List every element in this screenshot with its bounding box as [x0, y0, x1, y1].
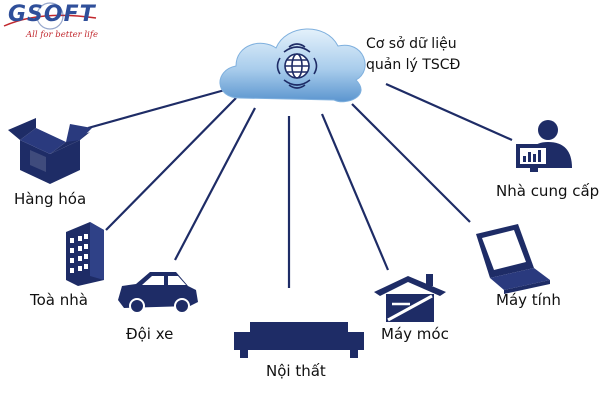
label-may-moc: Máy móc: [381, 325, 449, 343]
globe-icon: [276, 43, 318, 89]
label-toa-nha: Toà nhà: [30, 291, 88, 309]
cloud-caption: Cơ sở dữ liệu quản lý TSCĐ: [366, 34, 460, 76]
cloud-caption-line1: Cơ sở dữ liệu: [366, 36, 457, 52]
connector-hang-hoa: [87, 86, 233, 130]
label-doi-xe: Đội xe: [126, 325, 174, 343]
connector-doi-xe: [174, 107, 256, 261]
gsoft-logo: GSOFT All for better life: [0, 0, 130, 50]
label-may-tinh: Máy tính: [496, 291, 561, 309]
logo-wordmark: GSOFT: [8, 2, 96, 27]
cloud-caption-line2: quản lý TSCĐ: [366, 57, 461, 73]
sofa-icon: [234, 322, 364, 358]
logo-swoosh-icon: [3, 2, 97, 30]
connector-nha-cung-cap: [385, 82, 513, 142]
connector-lines: [87, 82, 513, 288]
car-icon: [118, 272, 198, 314]
connector-may-moc: [320, 113, 390, 271]
box-icon: [8, 118, 92, 184]
building-icon: [66, 222, 104, 286]
label-noi-that: Nội thất: [266, 362, 326, 380]
connector-toa-nha: [105, 97, 237, 231]
connector-may-tinh: [351, 103, 471, 223]
label-nha-cung-cap: Nhà cung cấp: [496, 182, 600, 200]
logo-tagline: All for better life: [26, 30, 99, 40]
machine-icon: [374, 274, 446, 322]
supplier-icon: [516, 120, 572, 172]
laptop-icon: [476, 224, 550, 294]
cloud-icon: [219, 28, 366, 103]
label-hang-hoa: Hàng hóa: [14, 190, 87, 208]
